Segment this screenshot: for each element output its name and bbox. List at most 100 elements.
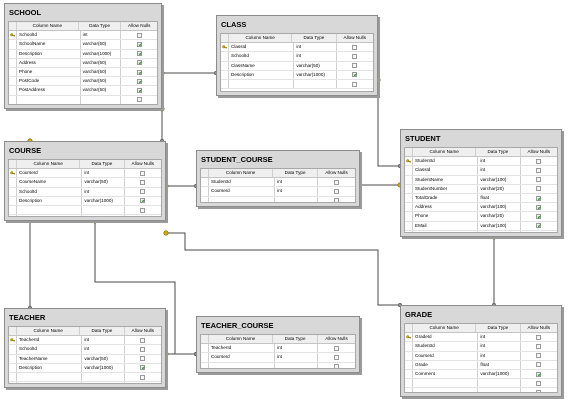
allow-nulls-checkbox[interactable] [536, 223, 542, 229]
column-name-cell[interactable] [413, 230, 479, 232]
row-selector[interactable] [9, 86, 17, 95]
row-selector[interactable] [405, 193, 413, 203]
column-name-cell[interactable] [17, 382, 83, 383]
allow-nulls-checkbox[interactable] [140, 189, 146, 195]
data-type-cell[interactable]: varchar(1000) [294, 70, 337, 79]
column-name-cell[interactable]: ClassName [229, 61, 295, 70]
data-type-cell[interactable] [275, 196, 319, 202]
data-type-cell[interactable]: varchar(1000) [82, 363, 125, 372]
empty-row[interactable] [9, 215, 161, 216]
column-name-cell[interactable]: SchoolId [17, 187, 83, 196]
data-type-cell[interactable]: int [478, 342, 521, 351]
row-selector[interactable] [9, 187, 17, 196]
data-type-cell[interactable]: varchar(100) [478, 221, 521, 230]
column-name-cell[interactable]: TeacherId [17, 336, 83, 345]
allow-nulls-checkbox[interactable] [140, 179, 146, 185]
allow-nulls-checkbox[interactable] [334, 198, 340, 202]
row-selector[interactable] [221, 52, 229, 61]
allow-nulls-checkbox[interactable] [536, 334, 542, 340]
column-name-cell[interactable]: Description [229, 70, 295, 79]
column-name-cell[interactable]: ClassId [413, 166, 479, 175]
row-selector[interactable] [201, 344, 209, 353]
column-name-cell[interactable]: Description [17, 49, 81, 58]
allow-nulls-checkbox[interactable] [136, 78, 142, 84]
allow-nulls-checkbox[interactable] [136, 51, 142, 57]
table-title[interactable]: STUDENT [405, 134, 441, 143]
allow-nulls-checkbox[interactable] [352, 81, 358, 87]
allow-nulls-checkbox[interactable] [536, 195, 542, 201]
allow-nulls-checkbox[interactable] [536, 204, 542, 210]
data-type-cell[interactable] [478, 379, 521, 388]
allow-nulls-checkbox[interactable] [136, 60, 142, 66]
data-type-cell[interactable]: int [82, 169, 125, 178]
table-title[interactable]: SCHOOL [9, 8, 42, 17]
column-name-cell[interactable]: CourseId [17, 169, 83, 178]
data-type-cell[interactable]: int [275, 344, 319, 353]
row-selector[interactable] [405, 333, 413, 342]
allow-nulls-checkbox[interactable] [140, 337, 146, 343]
row-selector[interactable] [221, 79, 229, 89]
empty-row[interactable] [405, 379, 557, 389]
data-type-cell[interactable]: int [275, 187, 319, 196]
data-type-cell[interactable] [82, 205, 125, 215]
allow-nulls-checkbox[interactable] [334, 364, 340, 368]
column-name-cell[interactable]: CourseId [413, 351, 479, 360]
allow-nulls-checkbox[interactable] [536, 380, 542, 386]
allow-nulls-checkbox[interactable] [140, 374, 146, 380]
data-type-cell[interactable]: int [478, 157, 521, 166]
column-name-cell[interactable]: StudentId [413, 342, 479, 351]
row-selector[interactable] [405, 157, 413, 166]
row-selector[interactable] [221, 61, 229, 70]
allow-nulls-checkbox[interactable] [352, 53, 358, 59]
column-name-cell[interactable]: PostAddress [17, 86, 81, 95]
allow-nulls-checkbox[interactable] [334, 188, 340, 194]
row-selector[interactable] [221, 43, 229, 52]
empty-row[interactable] [9, 95, 157, 104]
table-title[interactable]: GRADE [405, 310, 433, 319]
column-name-cell[interactable]: Grade [413, 360, 479, 369]
data-type-cell[interactable]: int [82, 336, 125, 345]
data-type-cell[interactable] [82, 382, 125, 383]
allow-nulls-checkbox[interactable] [352, 44, 358, 50]
data-type-cell[interactable]: varchar(20) [478, 212, 521, 221]
column-name-cell[interactable] [413, 379, 479, 388]
allow-nulls-checkbox[interactable] [334, 345, 340, 351]
column-name-cell[interactable] [17, 205, 83, 215]
column-name-cell[interactable]: PostCode [17, 77, 81, 86]
row-selector[interactable] [221, 70, 229, 79]
column-name-cell[interactable] [17, 95, 81, 104]
row-selector[interactable] [405, 212, 413, 221]
data-type-cell[interactable] [82, 215, 125, 216]
data-type-cell[interactable]: varchar(50) [82, 354, 125, 363]
column-name-cell[interactable]: TeacherName [17, 354, 83, 363]
column-name-cell[interactable] [17, 372, 83, 382]
column-name-cell[interactable]: GradeId [413, 333, 479, 342]
data-type-cell[interactable] [478, 230, 521, 232]
row-selector[interactable] [9, 169, 17, 178]
allow-nulls-checkbox[interactable] [334, 179, 340, 185]
allow-nulls-checkbox[interactable] [536, 371, 542, 377]
column-name-cell[interactable]: Address [413, 203, 479, 212]
allow-nulls-checkbox[interactable] [536, 167, 542, 173]
data-type-cell[interactable]: int [478, 166, 521, 175]
allow-nulls-checkbox[interactable] [536, 362, 542, 368]
row-selector[interactable] [405, 175, 413, 184]
allow-nulls-checkbox[interactable] [536, 343, 542, 349]
allow-nulls-checkbox[interactable] [352, 63, 358, 69]
empty-row[interactable] [9, 372, 161, 383]
row-selector[interactable] [9, 372, 17, 382]
